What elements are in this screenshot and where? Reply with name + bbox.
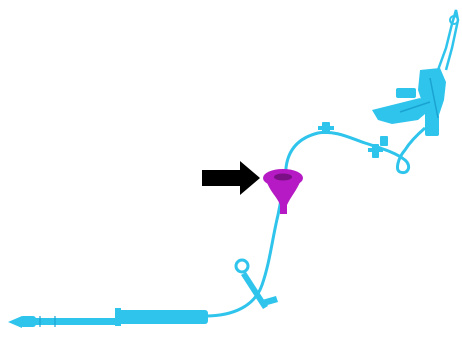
cable-assembly <box>8 9 460 328</box>
left-end-connector <box>8 308 208 328</box>
right-end-bracket <box>372 9 460 136</box>
upper-clip-1 <box>318 122 334 134</box>
cable-run <box>204 126 426 318</box>
upper-clip-3 <box>380 136 388 146</box>
loop-clip <box>234 258 278 309</box>
highlighted-grommet <box>263 169 303 214</box>
upper-clip-2 <box>368 144 383 158</box>
pointer-arrow <box>202 161 260 195</box>
